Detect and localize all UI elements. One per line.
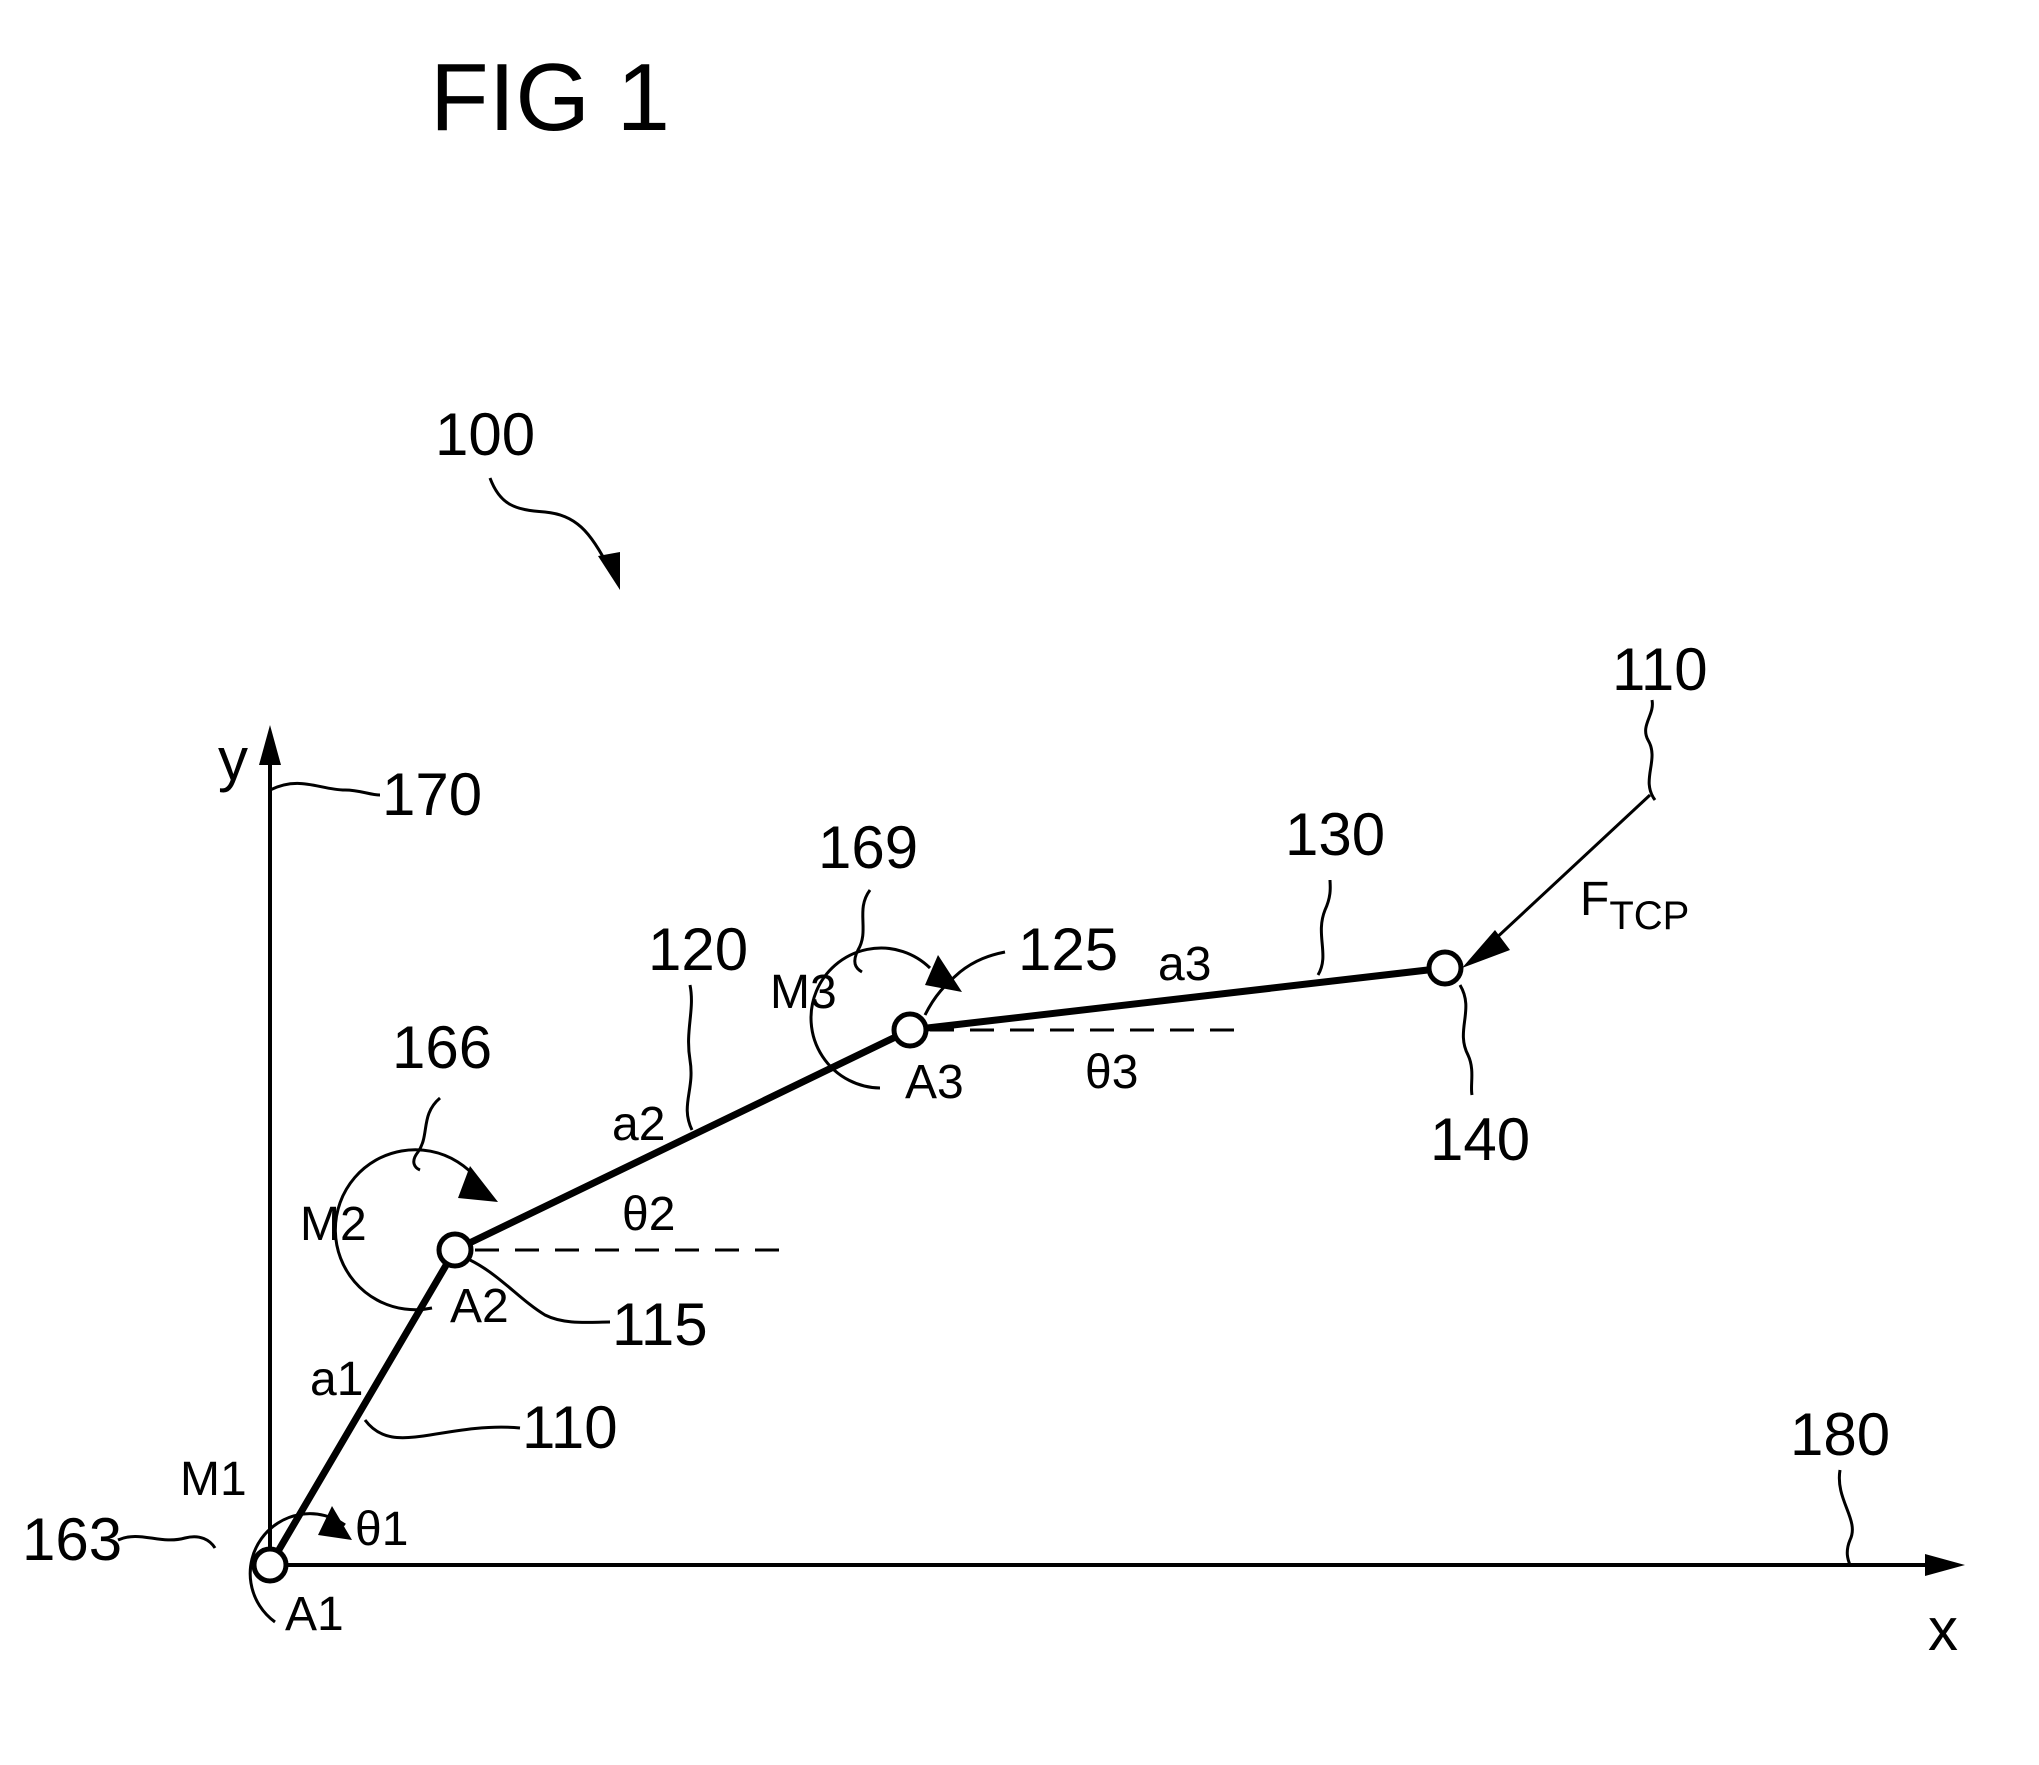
ref-120-leader: [685, 984, 694, 1131]
force-tcp-symbol: F: [1580, 873, 1609, 926]
ref-163-leader: [117, 1535, 217, 1549]
figure-title: FIG 1: [430, 44, 670, 151]
moment-m1-arrowhead: [318, 1506, 352, 1540]
link-a1: [266, 1246, 459, 1569]
ref-100: 100: [435, 401, 535, 468]
ref-100-arrowhead: [598, 552, 620, 590]
ref-180-leader: [1837, 1469, 1854, 1566]
theta2-label: θ2: [622, 1188, 675, 1241]
moment-m2-label: M2: [300, 1198, 367, 1251]
ref-170: 170: [382, 761, 482, 828]
ref-120: 120: [648, 916, 748, 983]
force-tcp-subscript: TCP: [1609, 894, 1689, 938]
link-a3-label: a3: [1158, 938, 1211, 991]
moment-m1-arc: [248, 1512, 346, 1624]
y-axis-arrowhead: [259, 725, 281, 765]
ref-169: 169: [818, 814, 918, 881]
y-axis-label: y: [218, 726, 248, 793]
theta3-label: θ3: [1085, 1046, 1138, 1099]
ref-180: 180: [1790, 1401, 1890, 1468]
ref-125-leader: [923, 950, 1006, 1016]
link-a1-label: a1: [310, 1353, 363, 1406]
ref-110-force-leader: [1644, 699, 1657, 801]
ref-115-leader: [469, 1258, 611, 1324]
ref-169-leader: [853, 889, 872, 974]
moment-m2-arrowhead: [458, 1166, 498, 1202]
ref-130-leader: [1316, 879, 1332, 976]
theta1-label: θ1: [355, 1503, 408, 1556]
link-a2: [451, 1026, 914, 1254]
joint-a3-label: A3: [905, 1056, 964, 1109]
force-tcp-line: [1476, 793, 1652, 957]
moment-m3-arrowhead: [925, 955, 962, 992]
joint-a3: [891, 1011, 929, 1049]
joint-a2: [436, 1231, 474, 1269]
moment-m2-arc: [333, 1148, 480, 1312]
x-axis-label: x: [1928, 1596, 1958, 1663]
link-a3: [906, 964, 1449, 1034]
x-axis-arrowhead: [1925, 1554, 1965, 1576]
ref-130: 130: [1285, 801, 1385, 868]
ref-166: 166: [392, 1014, 492, 1081]
joint-a2-label: A2: [450, 1280, 509, 1333]
link-a2-label: a2: [612, 1098, 665, 1151]
ref-140-leader: [1458, 984, 1474, 1096]
ref-170-leader: [269, 781, 381, 797]
ref-166-leader: [412, 1096, 442, 1172]
moment-m3-arc: [809, 946, 932, 1090]
joint-a1: [251, 1546, 289, 1584]
tool-center-point: [1426, 949, 1464, 987]
ref-115: 115: [612, 1291, 708, 1358]
ref-125: 125: [1018, 916, 1118, 983]
moment-m3-label: M3: [770, 966, 837, 1019]
force-tcp-arrowhead: [1462, 930, 1510, 968]
force-tcp-label: FTCP: [1580, 873, 1689, 938]
moment-m1-label: M1: [180, 1453, 247, 1506]
ref-100-leader: [488, 477, 612, 571]
ref-163: 163: [22, 1506, 122, 1573]
ref-110-link-leader: [363, 1419, 521, 1440]
ref-140: 140: [1430, 1106, 1530, 1173]
joint-a1-label: A1: [285, 1588, 344, 1641]
ref-110-link: 110: [522, 1394, 618, 1461]
ref-110-force: 110: [1612, 636, 1708, 703]
